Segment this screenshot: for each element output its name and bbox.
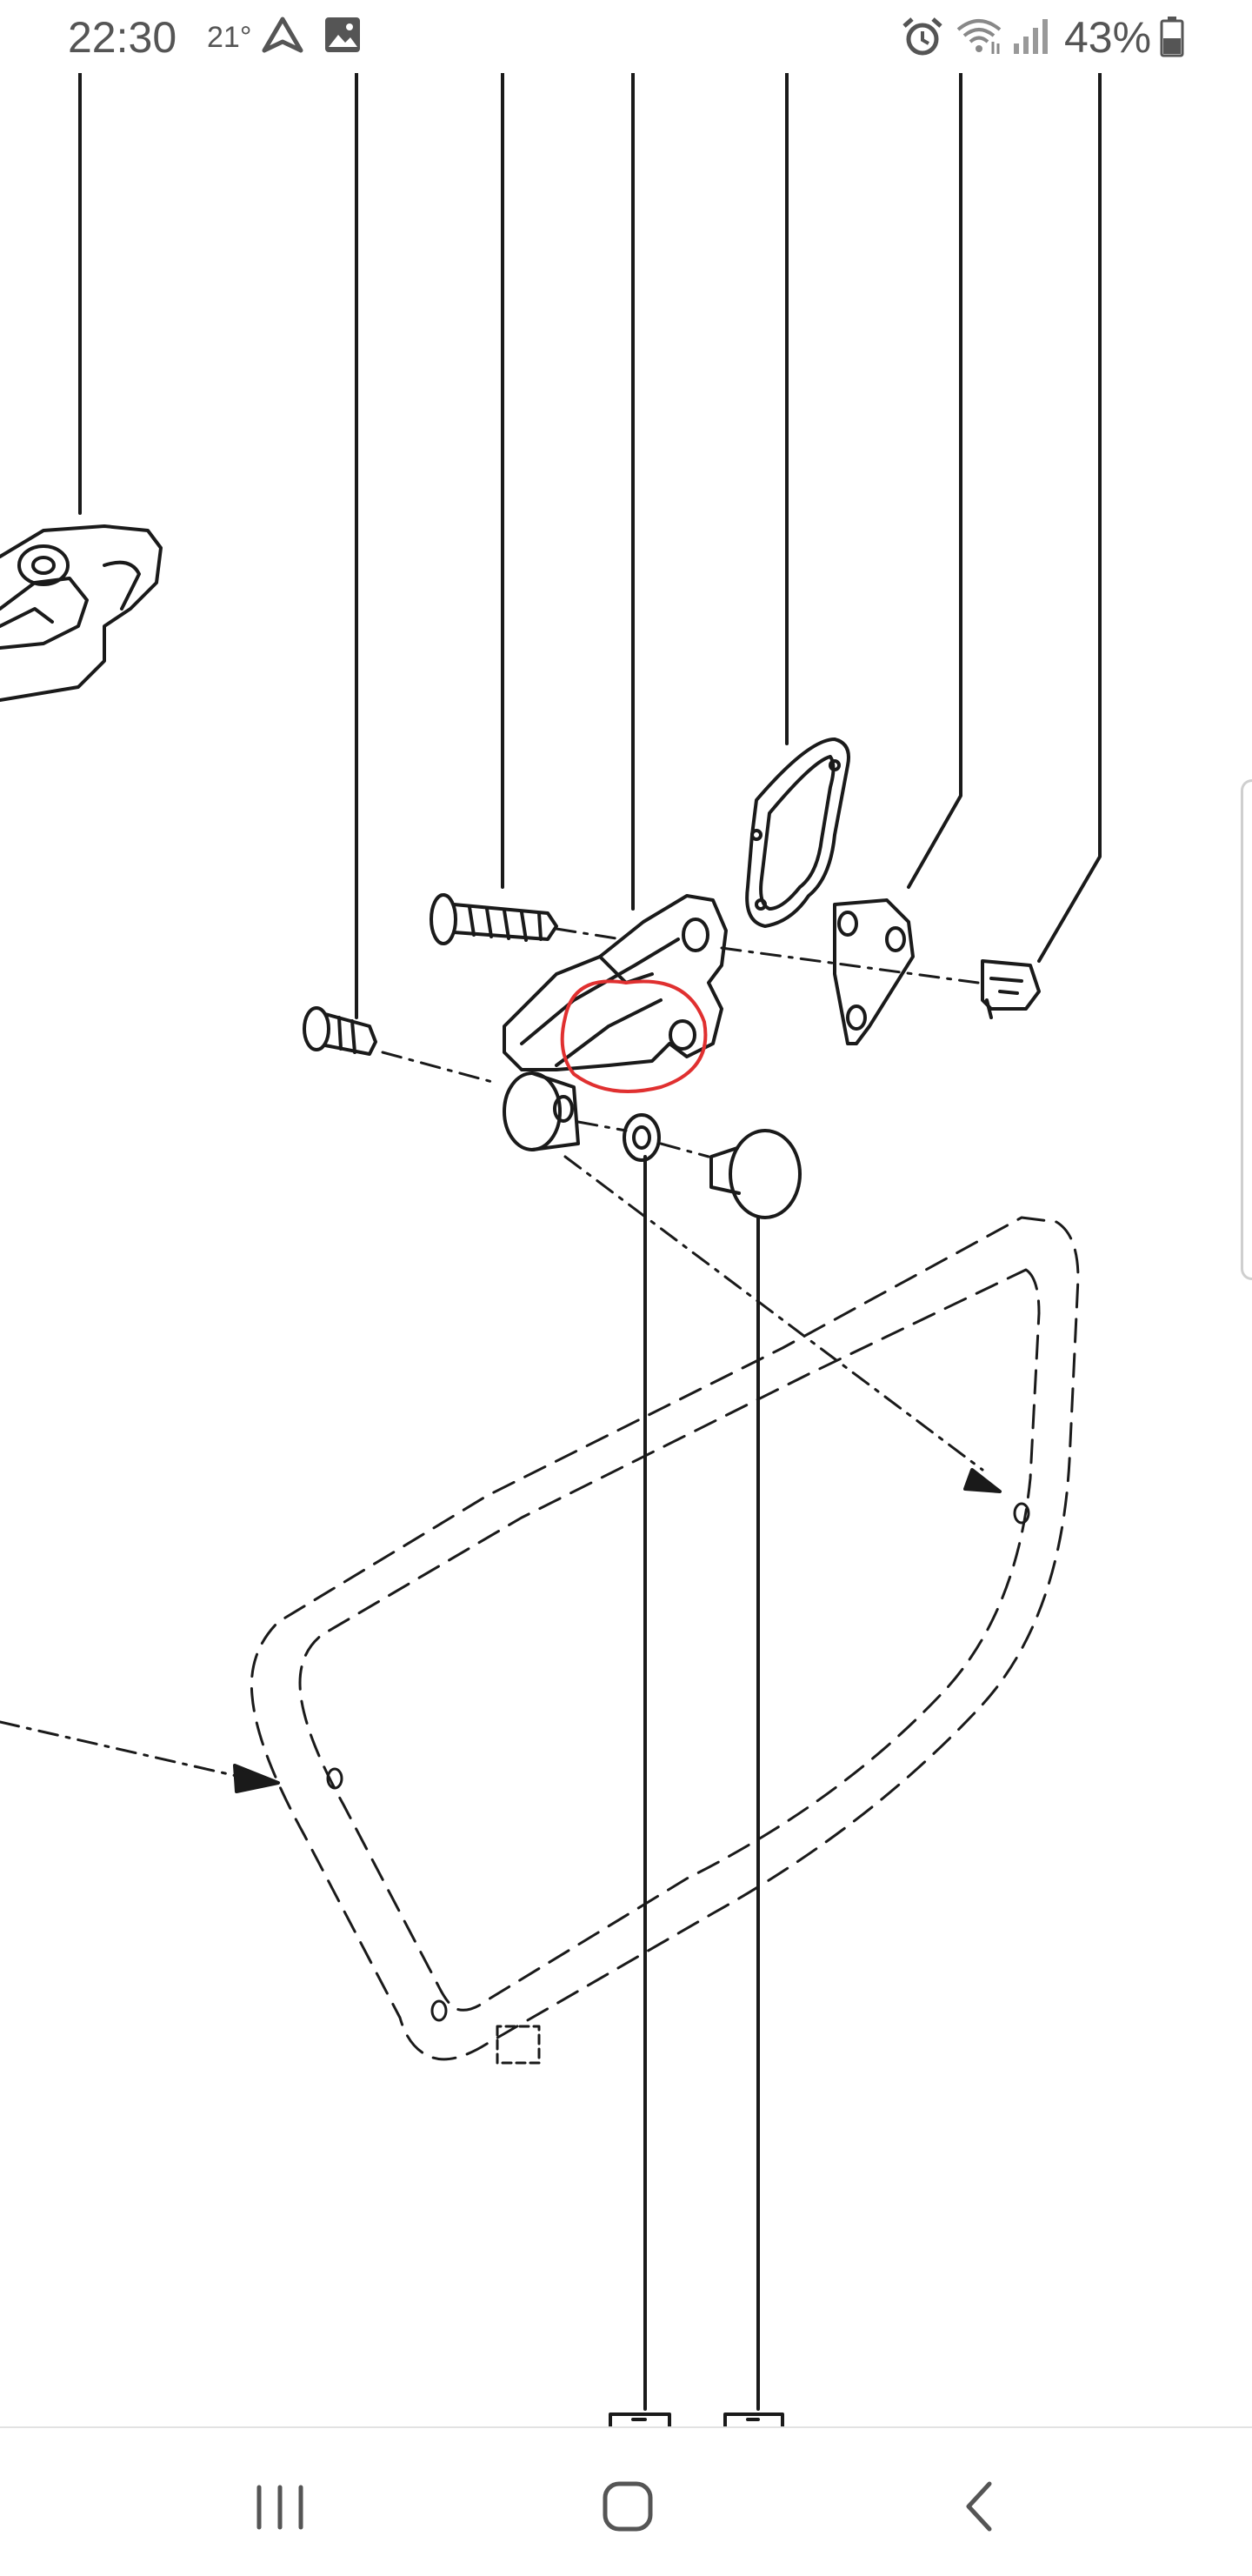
push-cap-part — [709, 1129, 802, 1219]
signal-icon — [1014, 19, 1048, 54]
navigation-bar — [0, 2426, 1252, 2576]
dashed-panel-outline — [250, 1216, 1080, 2061]
bushing-part — [503, 1071, 580, 1151]
wifi-icon — [956, 19, 1002, 54]
callout-box-right — [723, 2412, 784, 2426]
washer-part — [623, 1113, 661, 1162]
triangle-plate-part — [833, 898, 915, 1045]
back-icon[interactable] — [927, 2463, 1031, 2550]
callout-box-left — [609, 2412, 671, 2426]
image-icon — [325, 17, 360, 52]
callout-leader-lines — [78, 73, 1102, 1019]
battery-icon — [1160, 17, 1184, 57]
highlight-annotation — [560, 979, 708, 1093]
screw-part — [430, 893, 558, 945]
alarm-icon — [902, 17, 942, 56]
exploded-parts-diagram — [0, 73, 1102, 2426]
status-bar: 22:30 21° 43% — [0, 0, 1252, 73]
gasket-part — [745, 737, 850, 928]
mount-holes — [326, 1502, 1030, 2065]
navigation-icon — [262, 17, 303, 53]
arrowhead — [233, 1764, 280, 1793]
bolt-part — [303, 1006, 377, 1056]
grab-handle-part — [0, 524, 163, 702]
alignment-lines — [0, 927, 984, 1780]
battery-percentage: 43% — [1064, 13, 1152, 62]
scroll-handle[interactable] — [1241, 779, 1252, 1280]
status-temperature: 21° — [207, 21, 252, 54]
home-icon[interactable] — [576, 2463, 680, 2550]
arrowhead — [963, 1468, 1002, 1493]
image-viewer[interactable] — [0, 73, 1252, 2426]
clip-part — [981, 959, 1041, 1019]
recent-apps-icon[interactable] — [228, 2463, 332, 2550]
status-time: 22:30 — [68, 13, 177, 62]
